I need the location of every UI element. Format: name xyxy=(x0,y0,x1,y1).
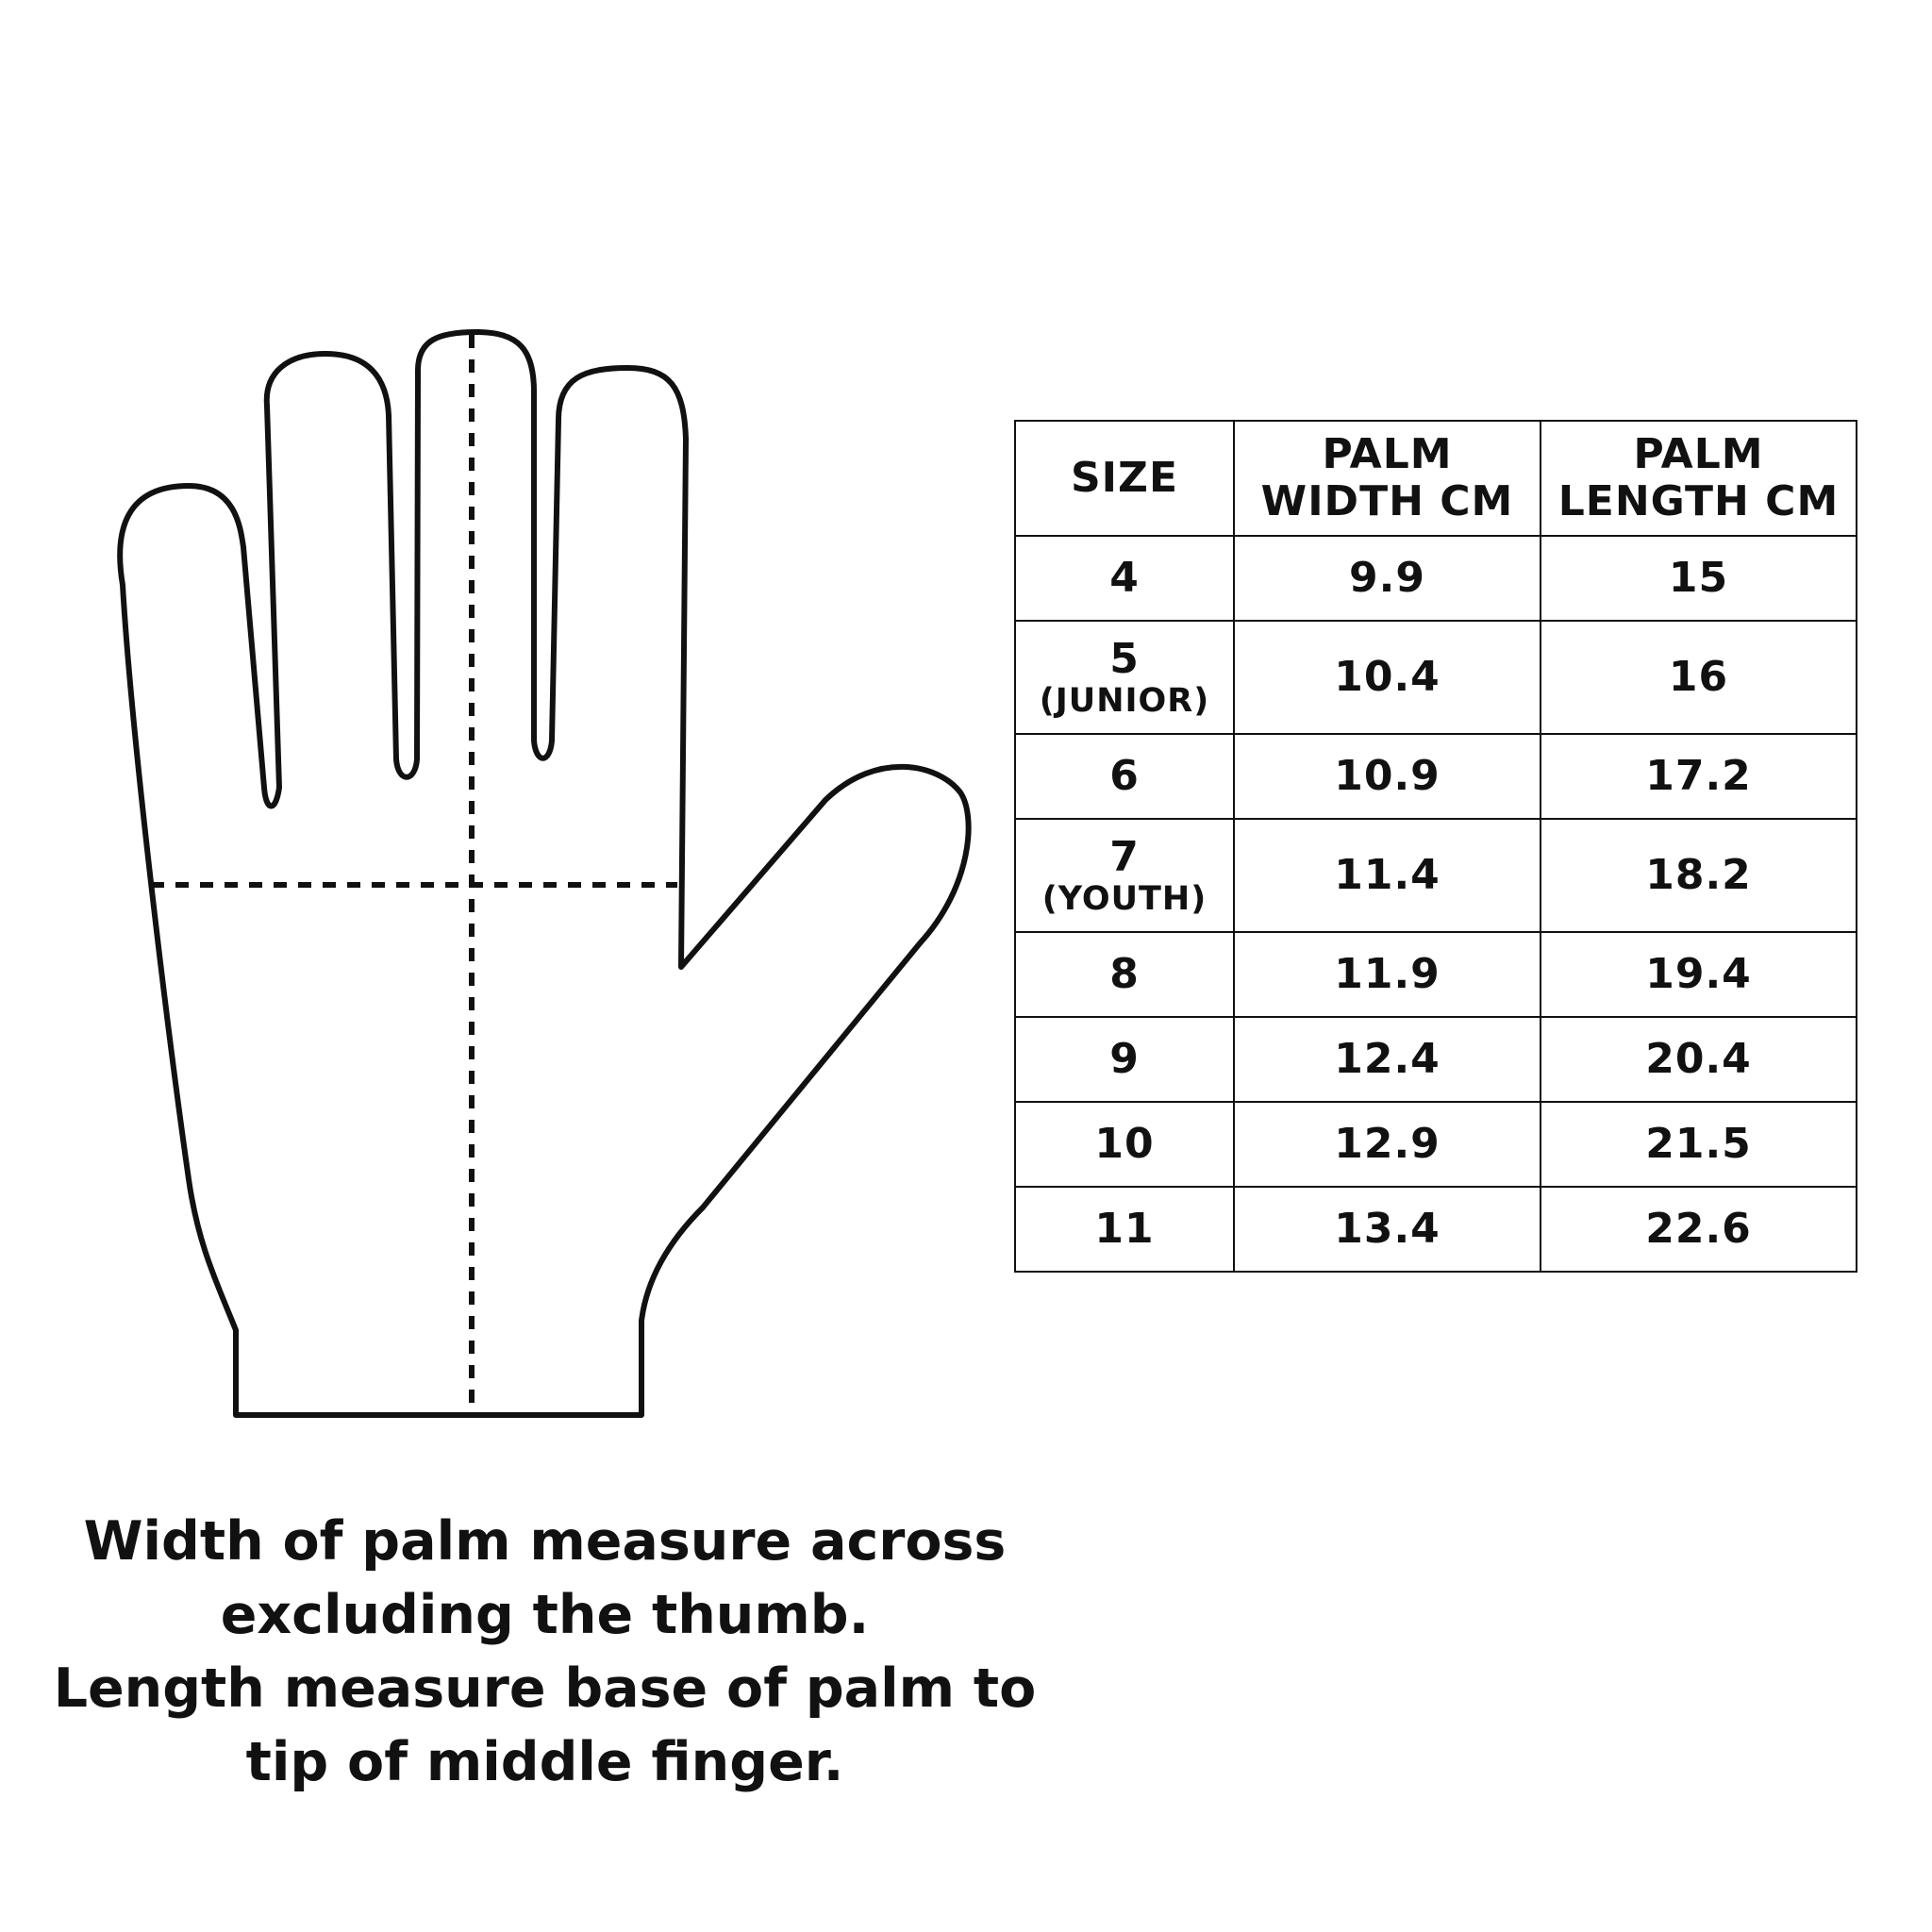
palm-length-cell: 18.2 xyxy=(1540,818,1857,933)
palm-width-cell: 10.9 xyxy=(1233,733,1541,820)
instruction-line: Width of palm measure across xyxy=(83,1510,1007,1573)
size-cell: 6 xyxy=(1014,733,1235,820)
size-value: 6 xyxy=(1109,752,1140,800)
size-value: 9 xyxy=(1109,1035,1140,1083)
table-row: 11 13.4 22.6 xyxy=(1014,1186,1857,1273)
palm-width-cell: 12.4 xyxy=(1233,1016,1541,1103)
size-value: 8 xyxy=(1109,950,1140,998)
table-row: 6 10.9 17.2 xyxy=(1014,733,1857,820)
glove-outline xyxy=(117,329,972,1418)
header-palm-length: PALM LENGTH CM xyxy=(1540,420,1857,537)
table-row: 5 (JUNIOR) 10.4 16 xyxy=(1014,620,1857,735)
palm-length-cell: 19.4 xyxy=(1540,931,1857,1018)
table-header-row: SIZE PALM WIDTH CM PALM LENGTH CM xyxy=(1014,420,1857,537)
size-cell: 9 xyxy=(1014,1016,1235,1103)
size-cell: 11 xyxy=(1014,1186,1235,1273)
palm-width-cell: 11.9 xyxy=(1233,931,1541,1018)
glove-outline-icon xyxy=(117,329,972,1418)
palm-length-cell: 16 xyxy=(1540,620,1857,735)
size-cell: 8 xyxy=(1014,931,1235,1018)
palm-width-cell: 11.4 xyxy=(1233,818,1541,933)
palm-width-cell: 9.9 xyxy=(1233,535,1541,622)
palm-length-cell: 21.5 xyxy=(1540,1101,1857,1188)
instruction-line: excluding the thumb. xyxy=(220,1584,870,1646)
header-palm-length-line2: LENGTH CM xyxy=(1557,477,1840,525)
table-row: 9 12.4 20.4 xyxy=(1014,1016,1857,1103)
size-value: 5 xyxy=(1109,635,1140,683)
palm-length-cell: 22.6 xyxy=(1540,1186,1857,1273)
header-palm-width-line2: WIDTH CM xyxy=(1260,477,1514,525)
size-value: 4 xyxy=(1109,554,1140,602)
header-size: SIZE xyxy=(1014,420,1235,537)
palm-width-cell: 13.4 xyxy=(1233,1186,1541,1273)
size-cell: 7 (YOUTH) xyxy=(1014,818,1235,933)
header-palm-width-line1: PALM xyxy=(1322,430,1453,478)
size-value: 7 xyxy=(1109,833,1140,881)
table-row: 8 11.9 19.4 xyxy=(1014,931,1857,1018)
palm-length-cell: 15 xyxy=(1540,535,1857,622)
palm-width-cell: 10.4 xyxy=(1233,620,1541,735)
table-row: 10 12.9 21.5 xyxy=(1014,1101,1857,1188)
palm-length-cell: 20.4 xyxy=(1540,1016,1857,1103)
header-palm-length-line1: PALM xyxy=(1633,430,1764,478)
size-cell: 10 xyxy=(1014,1101,1235,1188)
palm-width-cell: 12.9 xyxy=(1233,1101,1541,1188)
size-value: 11 xyxy=(1094,1205,1155,1253)
instruction-line: Length measure base of palm to xyxy=(53,1657,1037,1720)
measurement-instructions: Width of palm measure across excluding t… xyxy=(38,1505,1052,1799)
table-row: 4 9.9 15 xyxy=(1014,535,1857,622)
header-palm-width: PALM WIDTH CM xyxy=(1233,420,1541,537)
size-cell: 4 xyxy=(1014,535,1235,622)
size-value: 10 xyxy=(1094,1120,1155,1168)
size-chart-table: SIZE PALM WIDTH CM PALM LENGTH CM 4 9.9 … xyxy=(1014,420,1857,1273)
size-note: (YOUTH) xyxy=(1041,880,1208,918)
table-row: 7 (YOUTH) 11.4 18.2 xyxy=(1014,818,1857,933)
size-note: (JUNIOR) xyxy=(1039,682,1210,720)
size-cell: 5 (JUNIOR) xyxy=(1014,620,1235,735)
palm-length-cell: 17.2 xyxy=(1540,733,1857,820)
instruction-line: tip of middle finger. xyxy=(245,1731,844,1793)
